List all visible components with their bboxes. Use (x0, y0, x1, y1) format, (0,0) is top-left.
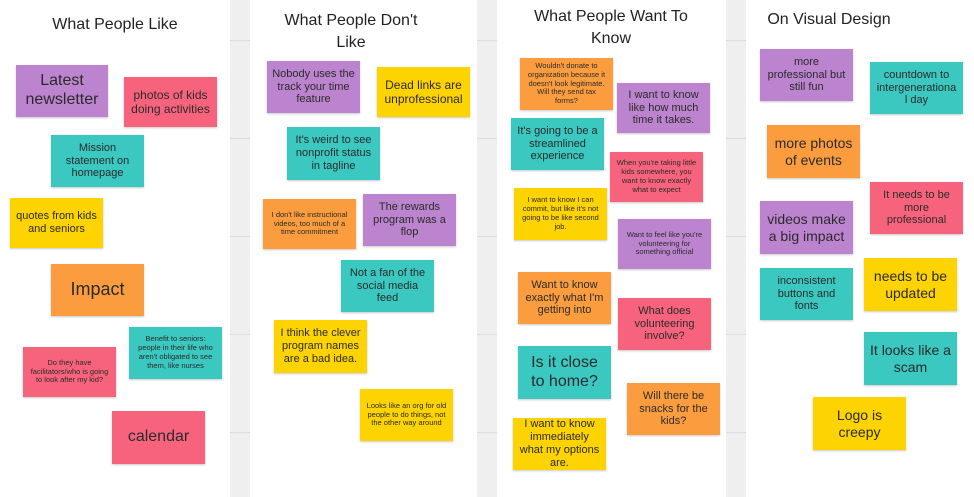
column-what-people-want-to-know: What People Want To Know Wouldn't donate… (497, 0, 726, 497)
sticky-note[interactable]: videos make a big impact (760, 201, 853, 254)
sticky-note[interactable]: It's weird to see nonprofit status in ta… (287, 127, 380, 180)
sticky-note[interactable]: I don't like instructional videos, too m… (263, 199, 356, 249)
sticky-note[interactable]: photos of kids doing activities (124, 77, 217, 127)
sticky-note[interactable]: It looks like a scam (864, 332, 957, 385)
sticky-note[interactable]: Is it close to home? (518, 346, 611, 399)
column-what-people-like: What People Like Latest newsletter photo… (0, 0, 230, 497)
column-title: What People Like (52, 16, 178, 33)
sticky-note[interactable]: I want to know like how much time it tak… (617, 83, 710, 133)
column-title: What People Want To Know (534, 8, 688, 47)
sticky-note[interactable]: Impact (51, 264, 144, 316)
board-gridline (0, 432, 974, 433)
sticky-note[interactable]: quotes from kids and seniors (10, 198, 103, 248)
sticky-note[interactable]: Do they have facilitators/who is going t… (23, 347, 116, 397)
sticky-note[interactable]: Want to know exactly what I'm getting in… (518, 272, 611, 324)
column-on-visual-design: On Visual Design more professional but s… (746, 0, 974, 497)
sticky-note[interactable]: needs to be updated (864, 258, 957, 311)
sticky-note[interactable]: countdown to intergenerationa l day (870, 62, 963, 114)
sticky-note[interactable]: Want to feel like you're volunteering fo… (618, 219, 711, 269)
board-gridline (0, 138, 974, 139)
sticky-note[interactable]: inconsistent buttons and fonts (760, 268, 853, 320)
sticky-note[interactable]: calendar (112, 411, 205, 464)
column-title: What People Don't Like (284, 12, 418, 51)
sticky-note[interactable]: I want to know immediately what my optio… (513, 418, 606, 470)
sticky-note[interactable]: Will there be snacks for the kids? (627, 383, 720, 435)
sticky-note[interactable]: Latest newsletter (16, 65, 108, 117)
sticky-note[interactable]: Looks like an org for old people to do t… (360, 389, 453, 441)
column-title: On Visual Design (767, 11, 891, 28)
board-gridline (0, 40, 974, 41)
sticky-note[interactable]: I want to know I can commit, but like it… (514, 188, 607, 240)
sticky-note[interactable]: Logo is creepy (813, 397, 906, 450)
sticky-note[interactable]: When you're taking little kids somewhere… (610, 152, 703, 202)
sticky-note[interactable]: It's going to be a streamlined experienc… (511, 118, 604, 170)
sticky-note[interactable]: Nobody uses the track your time feature (267, 61, 360, 113)
sticky-note[interactable]: Not a fan of the social media feed (341, 260, 434, 312)
sticky-note[interactable]: Dead links are unprofessional (377, 67, 470, 117)
board-gridline (0, 334, 974, 335)
column-what-people-dont-like: What People Don't Like Nobody uses the t… (250, 0, 477, 497)
sticky-note[interactable]: Benefit to seniors: people in their life… (129, 327, 222, 379)
board-gridline (0, 236, 974, 237)
sticky-note[interactable]: I think the clever program names are a b… (274, 320, 367, 373)
sticky-note[interactable]: The rewards program was a flop (363, 194, 456, 246)
sticky-note[interactable]: Wouldn't donate to organization because … (520, 58, 613, 110)
sticky-note[interactable]: It needs to be more professional (870, 182, 963, 234)
sticky-note[interactable]: more photos of events (767, 125, 860, 178)
sticky-note[interactable]: more professional but still fun (760, 49, 853, 101)
sticky-note[interactable]: Mission statement on homepage (51, 135, 144, 187)
sticky-note[interactable]: What does volunteering involve? (618, 298, 711, 350)
